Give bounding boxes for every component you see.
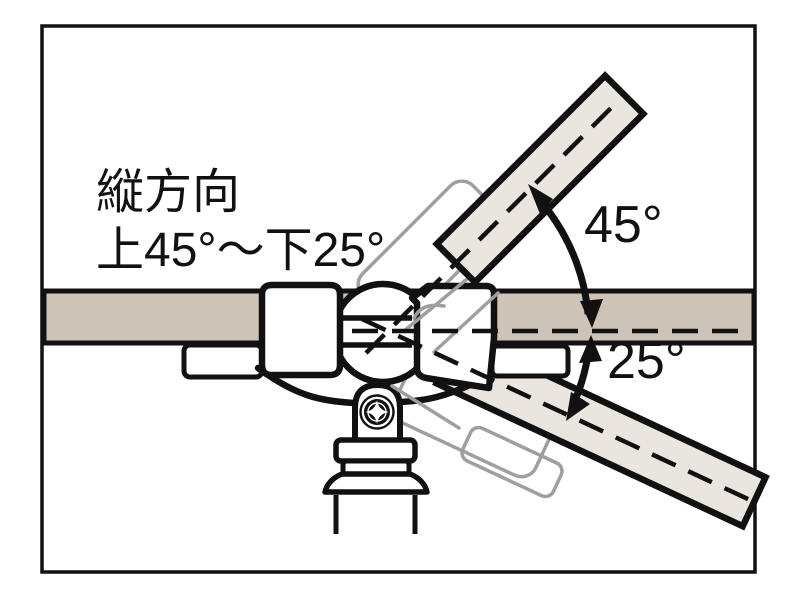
caption-line1: 縦方向 xyxy=(96,166,240,219)
centerline-25 xyxy=(361,316,751,503)
angle-arc-45 xyxy=(528,184,603,328)
right-flange-tab xyxy=(489,343,571,379)
centerlines xyxy=(352,101,752,503)
ghost-jaw-lines xyxy=(390,268,500,430)
centerline-45 xyxy=(364,101,618,355)
arrowhead-up-to-axis xyxy=(579,335,602,363)
arrowhead-down-25 xyxy=(566,392,590,421)
pole-flare xyxy=(322,471,430,495)
collar-ring-upper xyxy=(333,437,418,464)
left-flange-tab xyxy=(181,342,265,380)
caption-line2: 上45°〜下25° xyxy=(96,224,385,277)
vertical-pole xyxy=(333,495,418,534)
screw-icon xyxy=(359,394,395,430)
left-clamp xyxy=(258,281,344,379)
label-lower-angle: 25° xyxy=(607,332,686,390)
right-clamp xyxy=(408,282,498,392)
label-upper-angle: 45° xyxy=(584,196,663,254)
arrowhead-down-to-axis xyxy=(580,299,603,328)
arrowhead-up-45 xyxy=(528,184,553,214)
angle-arc-25 xyxy=(566,335,602,421)
